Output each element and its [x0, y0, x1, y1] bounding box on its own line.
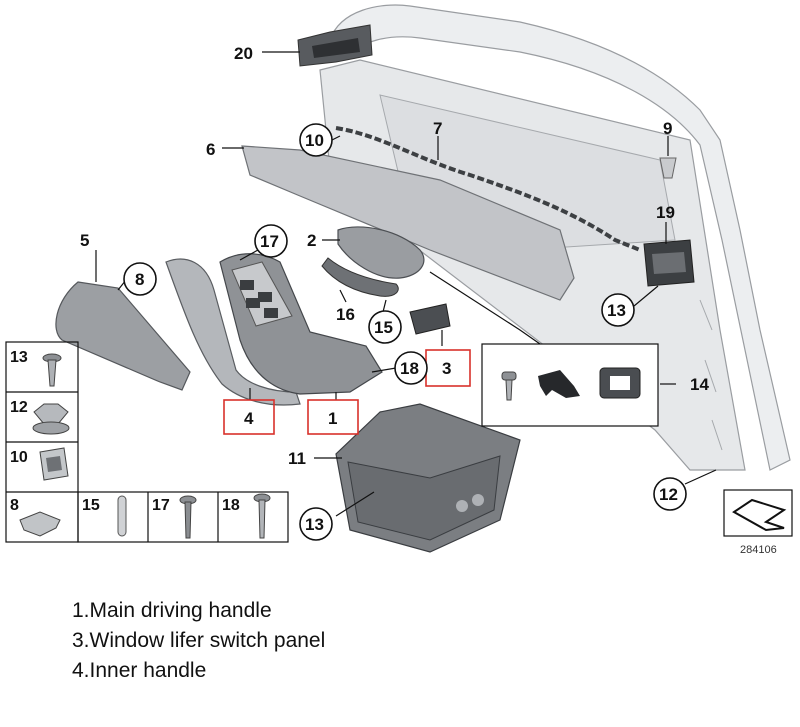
- highlight-box-4: [223, 399, 275, 435]
- part-7-wire-harness: [335, 126, 641, 252]
- part-6-trim-strip: [241, 145, 575, 301]
- legend-label-13: 13: [10, 349, 28, 366]
- part-19-bracket: [643, 239, 695, 287]
- callout-8: 8: [135, 270, 144, 289]
- legend-pin-15-icon: [117, 495, 127, 537]
- part-9-clip: [659, 157, 677, 179]
- legend-label-18: 18: [222, 497, 240, 514]
- part-14-screw-icon: [501, 371, 517, 401]
- part-20-corner-cover: [297, 24, 373, 67]
- part-14-frame-icon: [599, 367, 641, 399]
- circled-callouts: [123, 123, 687, 541]
- legend-star-washer-8-icon: [19, 511, 61, 537]
- callout-7: 7: [433, 119, 442, 138]
- callout-5: 5: [80, 231, 89, 250]
- legend-label-10: 10: [10, 449, 28, 466]
- callout-15: 15: [374, 318, 393, 337]
- part-1-main-handle: [219, 253, 383, 395]
- callout-13-lower: 13: [305, 515, 324, 534]
- part-3-switch-panel: [409, 303, 451, 335]
- callout-2: 2: [307, 231, 316, 250]
- callout-19: 19: [656, 203, 675, 222]
- callout-20: 20: [234, 44, 253, 63]
- highlight-boxes: [223, 349, 471, 435]
- legend-nut-12-icon: [32, 403, 70, 435]
- highlight-box-1: [307, 399, 359, 435]
- legend-screw-17-icon: [179, 495, 197, 539]
- legend-label-15: 15: [82, 497, 100, 514]
- callout-18: 18: [400, 359, 419, 378]
- door-trim-exploded-diagram: 20 6 10 7 9 19 13 5 8 17 2 16 15 18 3 4 …: [5, 4, 793, 556]
- part-14-inset-box: [481, 343, 659, 427]
- direction-arrow-symbol: [723, 489, 793, 537]
- callout-6: 6: [206, 140, 215, 159]
- caption-main-driving-handle: 1.Main driving handle: [72, 599, 272, 622]
- caption-window-lifter-switch-panel: 3.Window lifer switch panel: [72, 629, 326, 652]
- part-4-inner-handle: [165, 258, 301, 406]
- part-captions: 1.Main driving handle 3.Window lifer swi…: [72, 596, 325, 686]
- legend-screw-13-icon: [42, 353, 62, 387]
- diagram-number: 284106: [740, 544, 777, 556]
- legend-label-12: 12: [10, 399, 28, 416]
- callout-13-upper: 13: [607, 301, 626, 320]
- part-5-side-panel: [55, 281, 191, 391]
- legend-screw-18-icon: [253, 493, 271, 539]
- callout-17: 17: [260, 232, 279, 251]
- callout-9: 9: [663, 119, 672, 138]
- callout-14: 14: [690, 375, 709, 394]
- caption-inner-handle: 4.Inner handle: [72, 659, 207, 682]
- callout-4: 4: [244, 409, 254, 428]
- legend-clip-10-icon: [39, 447, 69, 481]
- part-14-clip-icon: [538, 370, 580, 398]
- callout-3: 3: [442, 359, 451, 378]
- legend-label-17: 17: [152, 497, 170, 514]
- fastener-legend: 13 12 10 8 15 17 18: [5, 341, 289, 543]
- legend-label-8: 8: [10, 497, 19, 514]
- callout-11: 11: [288, 449, 306, 468]
- callout-1: 1: [328, 409, 337, 428]
- callout-10: 10: [305, 131, 324, 150]
- part-2-handle-bowl: [337, 226, 425, 279]
- part-16-pull-handle: [321, 257, 399, 297]
- part-11-door-pocket: [335, 403, 521, 553]
- callout-16: 16: [336, 305, 355, 324]
- callout-12: 12: [659, 485, 678, 504]
